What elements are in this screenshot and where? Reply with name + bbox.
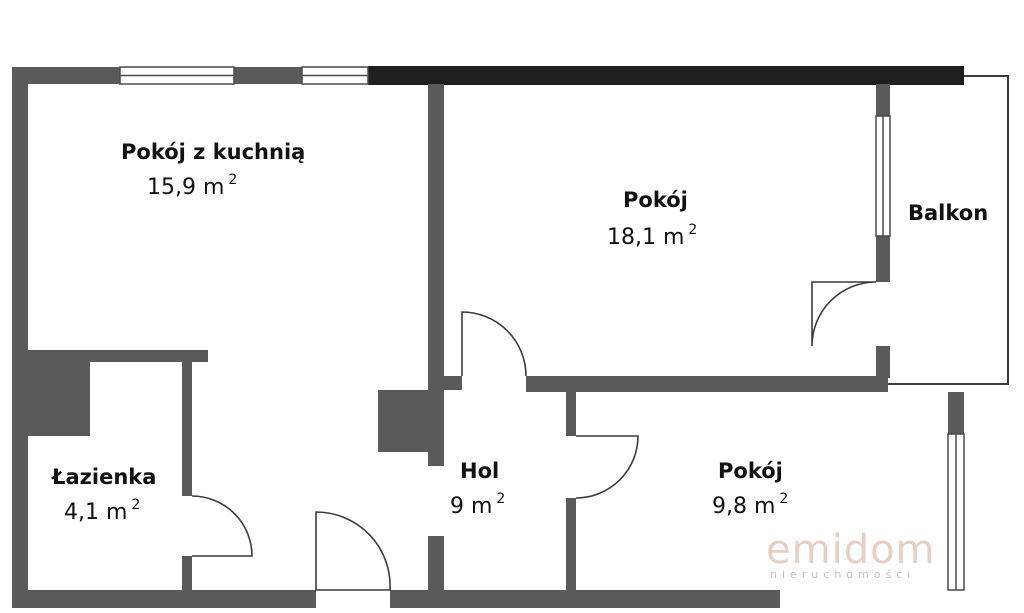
door-bathroom [191,495,253,557]
wall-room-divider [526,376,888,392]
room-name: Pokój [718,459,783,483]
door-balcony [811,281,877,347]
wall-bottom-left [12,590,316,608]
doors [191,281,877,591]
balcony-outline [888,75,1009,385]
windows [119,66,965,591]
wall-bottom-right [390,590,780,608]
area-unit-exponent: 2 [496,491,506,507]
balcony-edge [888,75,1009,385]
door-small-room [575,435,639,499]
wall-balcony-lower [876,346,890,378]
wall-small-room-left [566,392,576,436]
area-value: 18,1 m [607,225,685,250]
door-entrance [315,511,391,591]
room-name: Pokój z kuchnią [121,140,306,164]
wall-top-left [12,67,120,84]
room-name: Pokój [623,188,688,212]
wall-partition-lower [428,536,444,592]
wall-left [12,67,28,608]
wall-bathroom-top [28,350,208,362]
wall-bathroom-right [182,362,192,496]
wall-balcony-upper [876,84,890,116]
wall-balcony-mid [876,236,890,282]
wall-partition-vertical [428,84,444,466]
wall-bathroom-right-lower [182,556,192,590]
wall-hall-stub [444,376,462,390]
area-value: 15,9 m [147,175,225,200]
wall-small-room-left-lower [566,498,576,590]
wall-pillar [378,390,430,452]
area-unit-exponent: 2 [228,172,238,188]
watermark-tagline: nieruchomości [770,568,916,581]
wall-top-mid [234,67,302,84]
room-name: Balkon [908,201,989,225]
wall-small-room-right [948,392,964,434]
room-name: Hol [460,459,500,483]
door-hall-top [461,311,527,377]
walls [12,66,964,608]
room-balcony: Balkon [908,203,988,224]
watermark-logo: emidom nieruchomości [766,530,976,581]
room-name: Łazienka [52,465,157,489]
wall-bathroom-block [28,362,90,436]
area-value: 4,1 m [64,500,128,525]
wall-top-right [368,66,964,85]
area-unit-exponent: 2 [131,497,141,513]
area-unit-exponent: 2 [688,222,698,238]
area-value: 9 m [450,494,493,519]
watermark-brand: emidom [766,527,936,573]
area-unit-exponent: 2 [779,491,789,507]
area-value: 9,8 m [712,494,776,519]
